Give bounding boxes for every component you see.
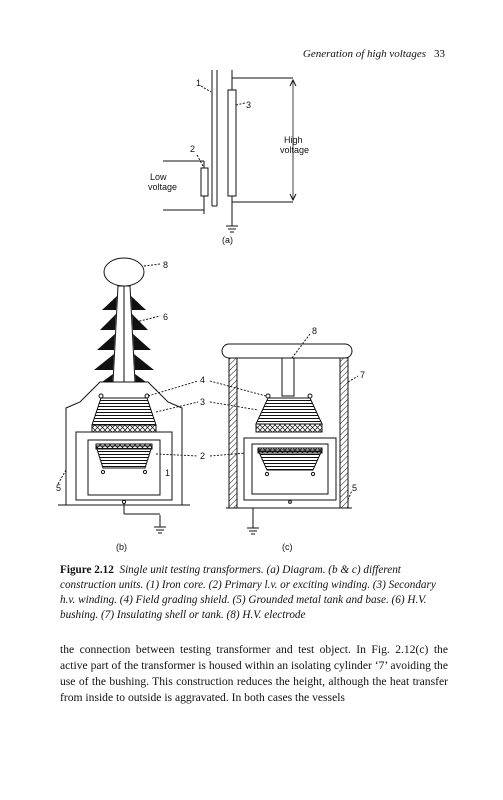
label-voltage-hv: voltage	[280, 145, 309, 155]
label-b-5: 5	[56, 483, 61, 493]
label-a: (a)	[222, 235, 233, 245]
label-voltage-lv: voltage	[148, 182, 177, 192]
body-paragraph: the connection between testing transform…	[60, 643, 448, 704]
label-b: (b)	[116, 542, 127, 552]
label-c-5: 5	[352, 483, 357, 493]
label-2: 2	[200, 451, 205, 461]
diagram-b-labels: 8 6 5 1 (b)	[56, 260, 170, 552]
diagram-c	[221, 333, 359, 535]
page-number: 33	[434, 48, 445, 60]
label-low: Low	[150, 172, 167, 182]
shared-labels: 4 3 2	[200, 375, 205, 461]
diagram-a	[163, 70, 297, 233]
running-header: Generation of high voltages 33	[303, 48, 445, 60]
label-b-1: 1	[165, 468, 170, 478]
label-a-2: 2	[190, 144, 195, 154]
label-a-3: 3	[246, 100, 251, 110]
running-header-title: Generation of high voltages	[302, 48, 426, 60]
diagram-a-labels: 1 3 2 High voltage Low voltage (a)	[148, 78, 309, 245]
diagram-c-labels: 8 7 5 (c)	[282, 326, 365, 552]
diagram-b	[57, 257, 190, 534]
figure-number: Figure 2.12	[60, 564, 114, 576]
label-a-1: 1	[196, 78, 201, 88]
label-c: (c)	[282, 542, 293, 552]
figure-caption: Figure 2.12 Single unit testing transfor…	[60, 563, 448, 623]
label-b-8: 8	[163, 260, 168, 270]
label-c-7: 7	[360, 370, 365, 380]
label-3: 3	[200, 397, 205, 407]
label-b-6: 6	[163, 312, 168, 322]
shared-leaders	[147, 380, 267, 457]
label-high: High	[284, 135, 303, 145]
caption-text: Single unit testing transformers. (a) Di…	[60, 564, 436, 621]
label-4: 4	[200, 375, 205, 385]
label-c-8: 8	[312, 326, 317, 336]
